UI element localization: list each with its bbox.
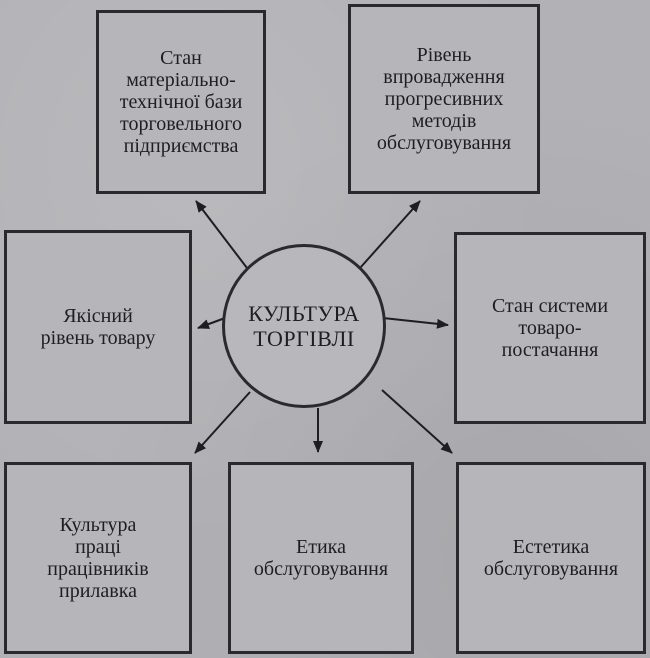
box-service-ethics-label: Етика обслуговування: [253, 536, 389, 580]
box-service-aesthetics-label: Естетика обслуговування: [483, 536, 619, 580]
box-material-base-label: Стан матеріально- технічної бази торгове…: [119, 47, 243, 157]
arrow-to-service-aesthetics: [381, 389, 453, 454]
box-progressive-methods: Рівень впровадження прогресивних методів…: [348, 4, 540, 194]
box-supply-system: Стан системи товаро- постачання: [454, 232, 646, 424]
box-supply-system-label: Стан системи товаро- постачання: [491, 295, 609, 361]
box-goods-quality-label: Якісний рівень товару: [40, 305, 156, 349]
arrow-to-progressive-methods: [359, 200, 421, 269]
center-label: КУЛЬТУРА ТОРГІВЛІ: [248, 301, 360, 351]
box-labor-culture: Культура праці працівників прилавка: [4, 462, 192, 654]
box-labor-culture-label: Культура праці працівників прилавка: [47, 514, 149, 602]
arrow-to-labor-culture: [194, 391, 251, 454]
box-progressive-methods-label: Рівень впровадження прогресивних методів…: [376, 44, 512, 154]
box-material-base: Стан матеріально- технічної бази торгове…: [96, 10, 266, 194]
box-service-ethics: Етика обслуговування: [228, 462, 414, 654]
box-service-aesthetics: Естетика обслуговування: [456, 462, 646, 654]
arrow-to-supply-system: [382, 317, 449, 329]
arrow-to-goods-quality: [197, 317, 226, 329]
arrow-to-material-base: [195, 200, 248, 269]
center-circle: КУЛЬТУРА ТОРГІВЛІ: [222, 244, 386, 408]
box-goods-quality: Якісний рівень товару: [4, 230, 192, 424]
